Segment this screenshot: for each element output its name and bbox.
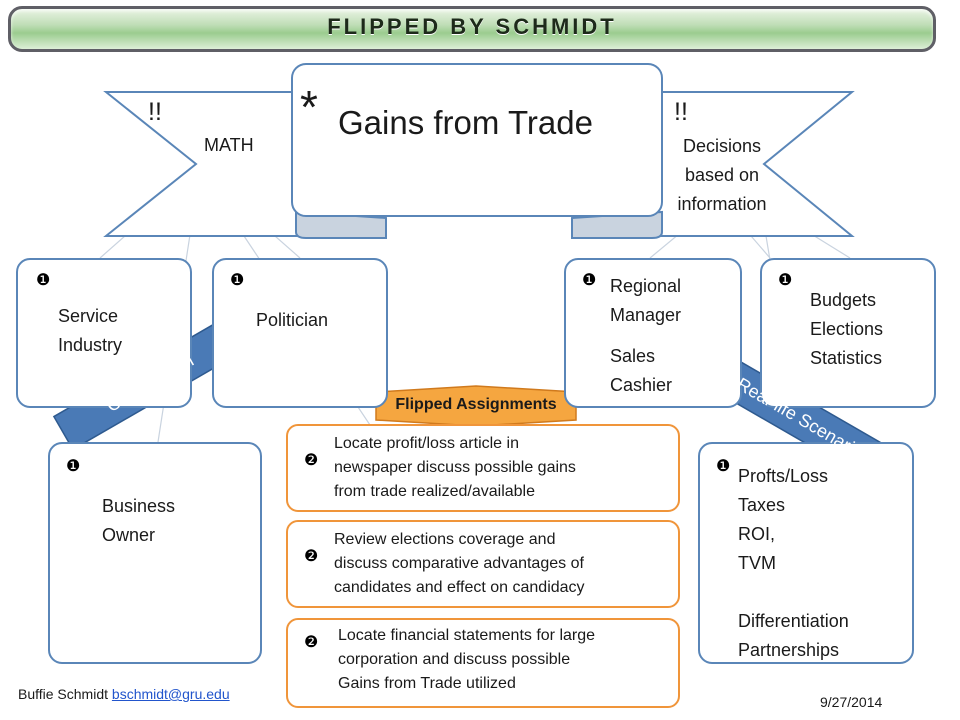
bullet-icon: ❷ (304, 634, 319, 651)
left-flag-mark: !! (148, 98, 162, 126)
footer-credit: Buffie Schmidt bschmidt@gru.edu (18, 686, 230, 702)
assignments-label: Flipped Assignments (395, 396, 557, 413)
assignment-box-3: ❷ Locate financial statements for large … (286, 618, 680, 708)
politician-text: Politician (256, 310, 329, 330)
banner-curl-left (295, 210, 387, 239)
bullet-icon: ❶ (778, 272, 793, 289)
header-bar (8, 6, 936, 52)
assignment-box-1: ❷ Locate profit/loss article in newspape… (286, 424, 680, 512)
profit-loss-text: Profts/Loss Taxes ROI, TVM Differentiati… (738, 466, 849, 660)
assignment-box-2: ❷ Review elections coverage and discuss … (286, 520, 680, 608)
bullet-icon: ❶ (36, 272, 51, 289)
banner-curl-right (571, 210, 663, 239)
header-title: FLIPPED BY SCHMIDT (327, 14, 617, 39)
banner-title: Gains from Trade (338, 104, 593, 141)
assignment-text-3: Locate financial statements for large co… (338, 627, 596, 692)
box-politician: ❶ Politician (212, 258, 388, 408)
bullet-icon: ❶ (582, 272, 597, 289)
assignment-text-1: Locate profit/loss article in newspaper … (334, 435, 576, 500)
bullet-icon: ❷ (304, 452, 319, 469)
right-flag-mark: !! (674, 98, 688, 126)
assignment-text-2: Review elections coverage and discuss co… (334, 531, 585, 596)
left-flag-label: MATH (204, 135, 254, 155)
bullet-icon: ❶ (230, 272, 245, 289)
footer-author: Buffie Schmidt (18, 686, 109, 702)
bullet-icon: ❷ (304, 548, 319, 565)
bullet-icon: ❶ (66, 458, 81, 475)
footer-date: 9/27/2014 (820, 694, 883, 710)
banner-star: * (300, 81, 318, 133)
footer-email-link[interactable]: bschmidt@gru.edu (111, 686, 230, 702)
right-flag-label: Decisions based on information (677, 136, 767, 214)
assignments-label-shape (375, 385, 577, 427)
bullet-icon: ❶ (716, 458, 731, 475)
box-profit-loss: ❶ Profts/Loss Taxes ROI, TVM Differentia… (698, 442, 914, 664)
main-banner-shape (291, 63, 663, 217)
